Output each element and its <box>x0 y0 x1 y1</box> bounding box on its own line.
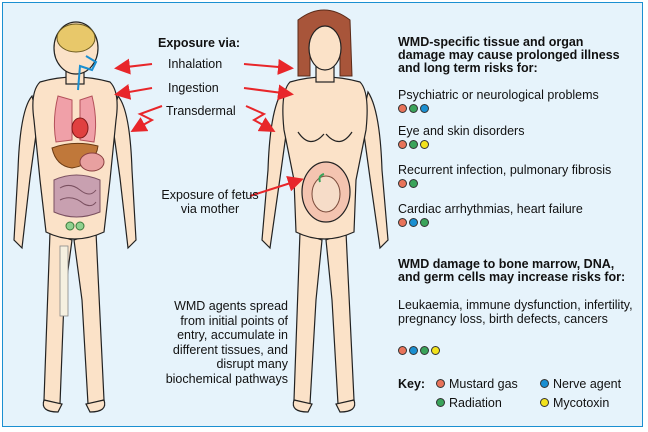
section1-item-label: Cardiac arrhythmias, heart failure <box>398 202 583 216</box>
agent-dots <box>398 179 420 189</box>
mustard-dot <box>398 140 407 149</box>
section2-heading: WMD damage to bone marrow, DNA, and germ… <box>398 258 634 284</box>
key-label-mustard: Mustard gas <box>449 377 518 391</box>
key-swatch-radiation <box>436 398 445 407</box>
agent-dots <box>398 140 431 150</box>
key-title: Key: <box>398 377 425 391</box>
mustard-dot <box>398 104 407 113</box>
agent-dots <box>398 346 442 356</box>
section1-item-label: Eye and skin disorders <box>398 124 524 138</box>
key-swatch-mycotoxin <box>540 398 549 407</box>
radiation-dot <box>409 104 418 113</box>
mycotoxin-dot <box>431 346 440 355</box>
route-transdermal: Transdermal <box>166 104 236 118</box>
agent-dots <box>398 218 431 228</box>
section1-item-label: Psychiatric or neurological problems <box>398 88 599 102</box>
spread-note: WMD agents spread from initial points of… <box>160 299 288 386</box>
route-ingestion: Ingestion <box>168 81 219 95</box>
nerve-dot <box>409 218 418 227</box>
nerve-dot <box>409 346 418 355</box>
nerve-dot <box>420 104 429 113</box>
key-label-radiation: Radiation <box>449 396 502 410</box>
route-inhalation: Inhalation <box>168 57 222 71</box>
radiation-dot <box>409 179 418 188</box>
mustard-dot <box>398 179 407 188</box>
key-swatch-nerve <box>540 379 549 388</box>
mustard-dot <box>398 346 407 355</box>
section1-heading: WMD-specific tissue and organ damage may… <box>398 36 634 75</box>
section1-item-label: Recurrent infection, pulmonary fibrosis <box>398 163 611 177</box>
mustard-dot <box>398 218 407 227</box>
radiation-dot <box>409 140 418 149</box>
fetus-exposure-label: Exposure of fetus via mother <box>160 188 260 216</box>
key-swatch-mustard <box>436 379 445 388</box>
key-label-nerve: Nerve agent <box>553 377 621 391</box>
section2-item-label: Leukaemia, immune dysfunction, infertili… <box>398 298 634 326</box>
mycotoxin-dot <box>420 140 429 149</box>
radiation-dot <box>420 218 429 227</box>
key-label-mycotoxin: Mycotoxin <box>553 396 609 410</box>
exposure-title: Exposure via: <box>158 36 240 50</box>
agent-dots <box>398 104 431 114</box>
radiation-dot <box>420 346 429 355</box>
